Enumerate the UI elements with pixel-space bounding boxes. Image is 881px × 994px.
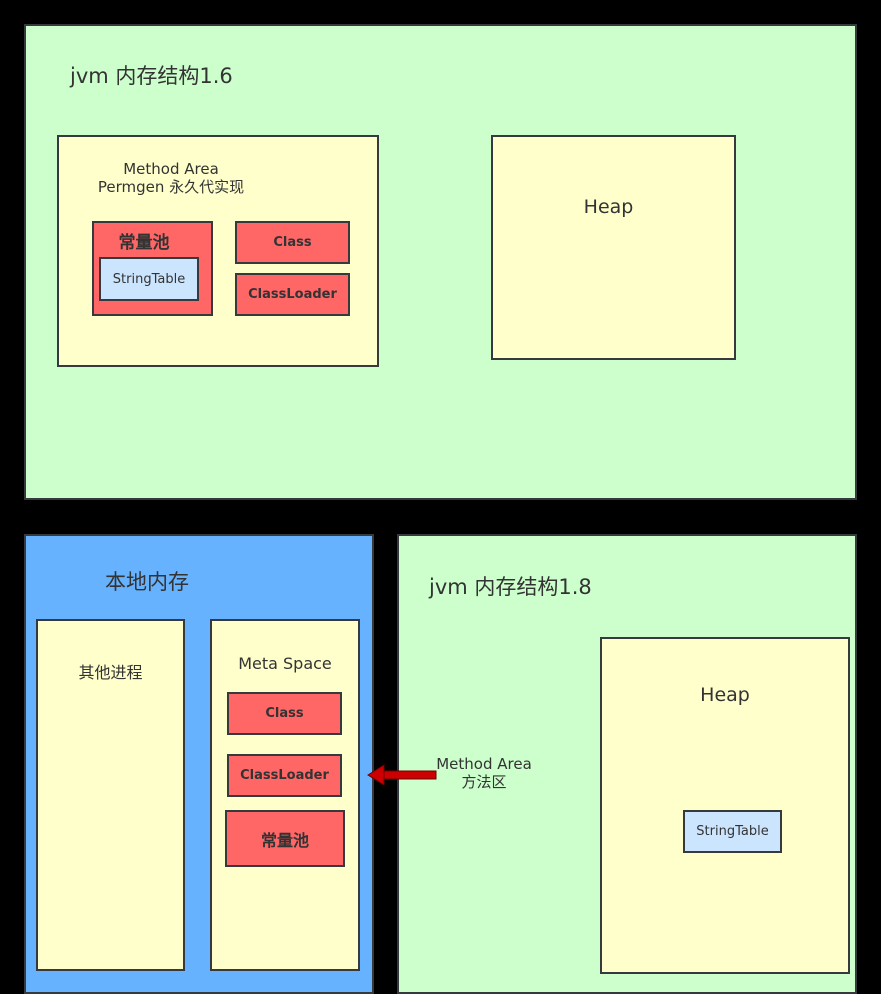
other-process-box — [36, 619, 185, 971]
jvm16-method-area-line2: Permgen 永久代实现 — [97, 178, 245, 196]
jvm18-method-area-line2: 方法区 — [461, 773, 507, 791]
jvm16-method-area-line1: Method Area — [123, 160, 219, 178]
jvm18-title: jvm 内存结构1.8 — [429, 575, 592, 599]
jvm16-title: jvm 内存结构1.6 — [70, 64, 233, 88]
jvm18-heap-label: Heap — [700, 684, 750, 706]
jvm16-heap — [491, 135, 736, 360]
jvm18-heap — [600, 637, 850, 974]
meta-space-class: Class — [227, 692, 342, 735]
jvm18-method-area-label: Method Area 方法区 — [424, 755, 544, 791]
method-area-arrow-shaft — [381, 770, 437, 780]
jvm16-method-area-label: Method Area Permgen 永久代实现 — [58, 160, 284, 196]
meta-space-label: Meta Space — [238, 654, 332, 673]
jvm16-constant-pool-label: 常量池 — [118, 233, 170, 253]
method-area-arrow — [367, 764, 437, 786]
native-memory-title: 本地内存 — [105, 570, 189, 594]
meta-space-class-loader: ClassLoader — [227, 754, 342, 797]
jvm18-string-table: StringTable — [683, 810, 782, 853]
jvm18-method-area-line1: Method Area — [436, 755, 532, 773]
method-area-arrow-head — [367, 764, 385, 786]
jvm16-string-table: StringTable — [99, 257, 199, 301]
meta-space-constant-pool: 常量池 — [225, 810, 345, 867]
jvm16-class: Class — [235, 221, 350, 264]
jvm16-heap-label: Heap — [583, 196, 634, 218]
jvm16-class-loader: ClassLoader — [235, 273, 350, 316]
other-process-label: 其他进程 — [78, 663, 143, 682]
